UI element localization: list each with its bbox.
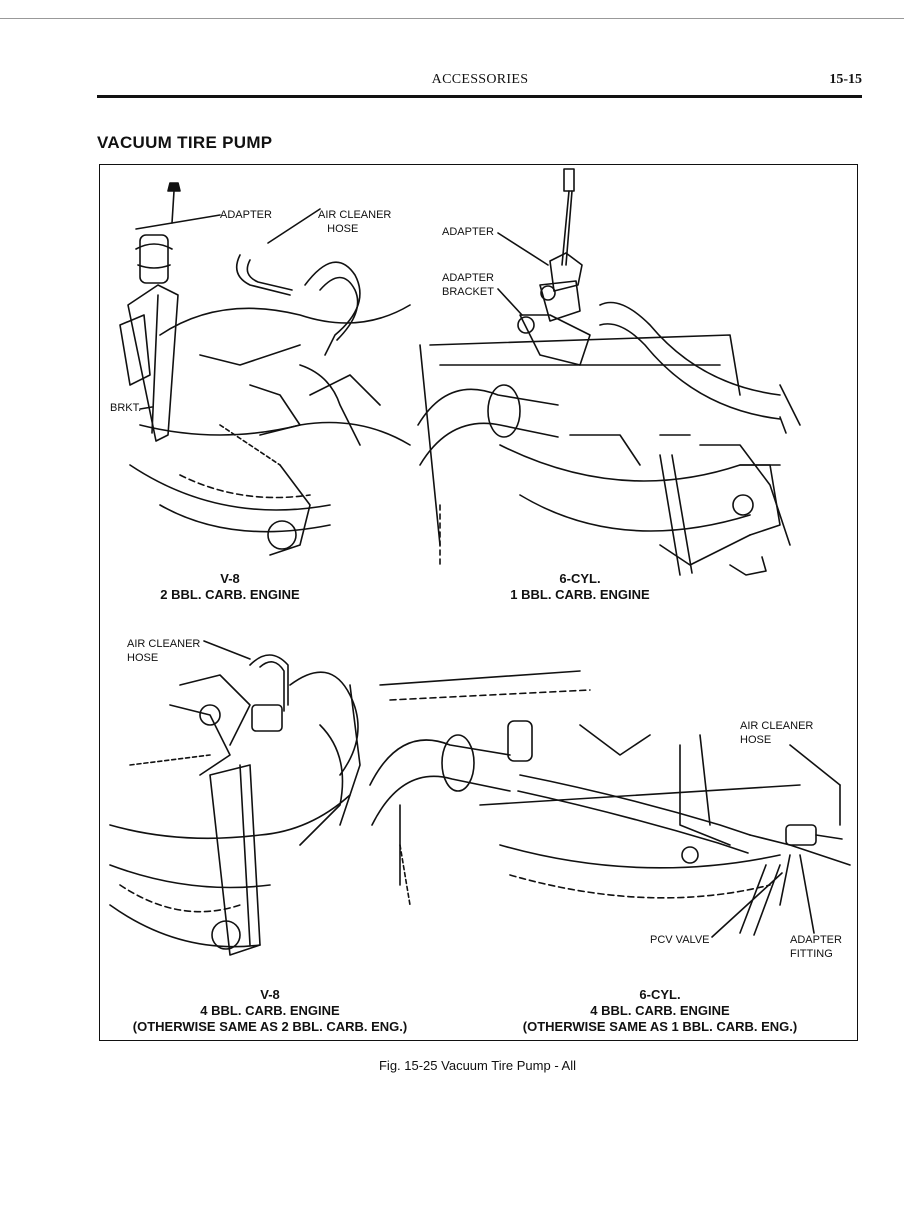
label-adapter-fitting: ADAPTER FITTING — [790, 934, 842, 960]
label-bracket-v8-2bbl: BRKT. — [110, 402, 142, 414]
section-title: VACUUM TIRE PUMP — [97, 133, 273, 152]
label-adapter-v8-2bbl: ADAPTER — [220, 209, 272, 221]
panel-6cyl-4bbl-drawing — [369, 670, 851, 938]
caption-v8-4bbl-line1: V-8 — [260, 987, 280, 1002]
figure-caption: Fig. 15-25 Vacuum Tire Pump - All — [378, 1058, 576, 1073]
caption-v8-2bbl-line2: 2 BBL. CARB. ENGINE — [160, 587, 300, 602]
caption-6cyl-4bbl-line3: (OTHERWISE SAME AS 1 BBL. CARB. ENG.) — [522, 1019, 798, 1034]
scan-edge-line — [0, 18, 904, 19]
label-air-cleaner-hose-v8-2bbl: AIR CLEANER HOSE — [318, 209, 392, 235]
caption-v8-4bbl-line3: (OTHERWISE SAME AS 2 BBL. CARB. ENG.) — [132, 1019, 408, 1034]
panel-v8-2bbl-drawing — [119, 182, 411, 556]
label-air-cleaner-hose-v8-4bbl: AIR CLEANER HOSE — [127, 638, 201, 664]
label-adapter-6cyl-1bbl: ADAPTER — [442, 226, 494, 238]
caption-v8-2bbl-line1: V-8 — [220, 571, 240, 586]
caption-6cyl-1bbl-line2: 1 BBL. CARB. ENGINE — [510, 587, 650, 602]
page-section-header: ACCESSORIES — [431, 72, 529, 87]
caption-v8-4bbl-line2: 4 BBL. CARB. ENGINE — [200, 1003, 340, 1018]
header-rule — [97, 95, 862, 98]
figure-frame: ADAPTER AIR CLEANER HOSE BRKT. V-8 2 BBL… — [99, 164, 858, 1041]
engine-illustration — [109, 168, 851, 956]
caption-6cyl-1bbl-line1: 6-CYL. — [559, 571, 601, 586]
panel-v8-4bbl-drawing — [109, 640, 361, 956]
caption-6cyl-4bbl-line2: 4 BBL. CARB. ENGINE — [590, 1003, 730, 1018]
page-number: 15-15 — [829, 72, 862, 87]
panel-6cyl-1bbl-drawing — [417, 168, 801, 576]
caption-6cyl-4bbl-line1: 6-CYL. — [639, 987, 681, 1002]
label-adapter-bracket-6cyl-1bbl: ADAPTER BRACKET — [442, 272, 494, 298]
label-pcv-valve: PCV VALVE — [650, 934, 710, 946]
label-air-cleaner-hose-6cyl-4bbl: AIR CLEANER HOSE — [740, 720, 814, 746]
